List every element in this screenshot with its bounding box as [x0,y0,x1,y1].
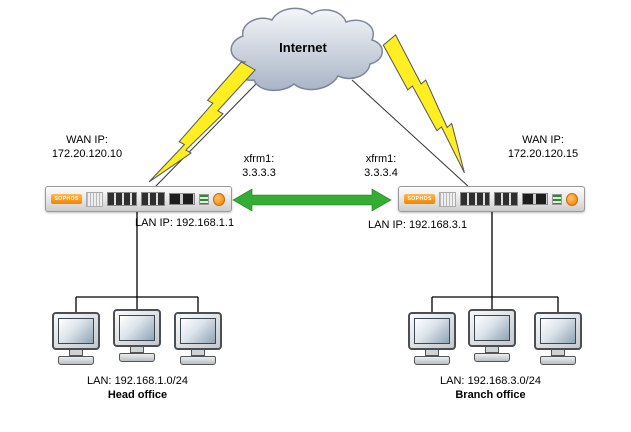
monitor-screen [58,318,94,344]
lan-wiring-right [431,212,559,314]
sfp-ports [521,193,548,205]
computer-icon [49,312,103,372]
branch-office-firewall: SOPHOS [398,186,585,212]
lan-subnet-value: 192.168.1.0/24 [114,375,188,387]
lan-ip-value: 192.168.1.1 [175,217,235,229]
lan-ip-label-right: LAN IP: 192.168.3.1 [368,218,467,232]
wan-link-right-line [351,79,471,189]
appliance-vent [439,191,456,207]
lan-ip-value: 192.168.3.1 [408,219,468,231]
ethernet-ports [140,192,165,206]
appliance-vent [86,191,103,207]
site-caption-head-office: LAN: 192.168.1.0/24 Head office [60,374,215,403]
monitor-screen [180,318,216,344]
wan-ip-label-right: WAN IP: 172.20.120.15 [480,133,606,162]
lan-caption: LAN: [440,375,465,387]
computer-icon [110,309,164,369]
computer-icon [531,312,585,372]
ethernet-ports [460,192,490,206]
status-leds [551,193,562,205]
internet-cloud [230,7,383,92]
xfrm-ip: 3.3.3.3 [242,167,276,180]
wan-ip-value: 172.20.120.15 [507,148,579,161]
head-office-firewall: SOPHOS [45,186,232,212]
ethernet-ports [107,192,137,206]
lan-ip-label-left: LAN IP: 192.168.1.1 [135,216,234,230]
lan-wiring-left [75,212,199,314]
sfp-ports [168,193,195,205]
site-name: Branch office [455,389,526,402]
xfrm-label-right: xfrm1: 3.3.3.4 [336,152,426,181]
lan-ip-caption: LAN IP: [368,219,406,231]
xfrm-name: xfrm1: [243,153,275,165]
lightning-bolt-right [382,34,465,174]
wan-label: WAN IP: [522,134,564,146]
site-caption-branch-office: LAN: 192.168.3.0/24 Branch office [408,374,573,403]
status-leds [198,193,209,205]
lightning-bolt-left [148,61,256,183]
lan-caption: LAN: [87,375,112,387]
power-button-icon [565,192,578,206]
sophos-logo: SOPHOS [404,194,436,204]
wan-label: WAN IP: [66,134,108,146]
xfrm-label-left: xfrm1: 3.3.3.3 [214,152,304,181]
sophos-logo: SOPHOS [51,194,83,204]
monitor-screen [540,318,576,344]
computer-icon [405,312,459,372]
lan-ip-caption: LAN IP: [135,217,173,229]
ethernet-ports [493,192,518,206]
wan-link-left-line [153,83,257,189]
xfrm-name: xfrm1: [365,153,397,165]
power-button-icon [212,192,225,206]
xfrm-ip: 3.3.3.4 [364,167,398,180]
wan-ip-value: 172.20.120.10 [51,148,123,161]
wan-ip-label-left: WAN IP: 172.20.120.10 [24,133,150,162]
computer-icon [465,309,519,369]
monitor-screen [474,315,510,341]
lan-subnet-value: 192.168.3.0/24 [467,375,541,387]
computer-icon [171,312,225,372]
vpn-tunnel-arrow [232,188,392,212]
monitor-screen [414,318,450,344]
monitor-screen [119,315,155,341]
internet-label: Internet [279,40,327,55]
site-name: Head office [107,389,168,402]
